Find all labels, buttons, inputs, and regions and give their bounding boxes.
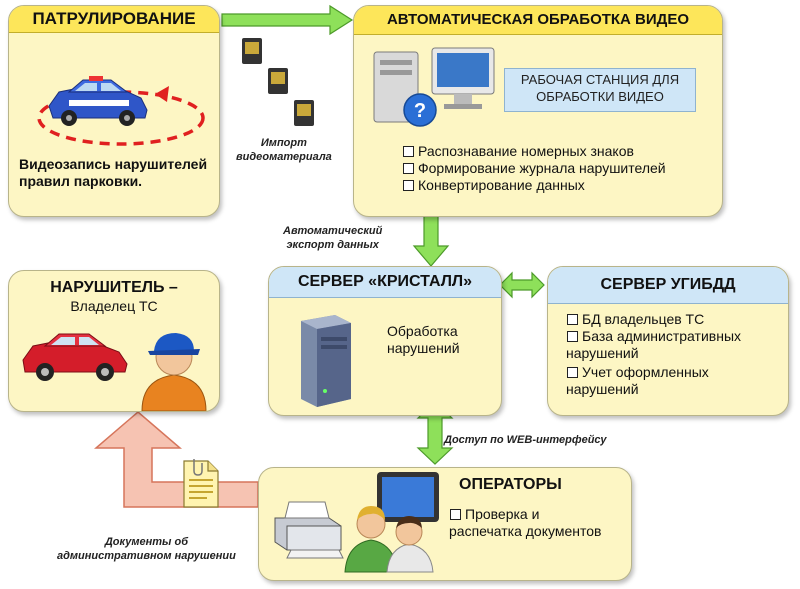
violator-title: НАРУШИТЕЛЬ –	[50, 279, 178, 296]
patrol-car-icon	[37, 76, 205, 146]
svg-text:?: ?	[414, 100, 426, 122]
export-label-line1: Автоматический	[283, 225, 383, 237]
patrol-title: ПАТРУЛИРОВАНИЕ	[9, 6, 219, 33]
ugibdd-server-box: СЕРВЕР УГИБДД БД владельцев ТС База адми…	[547, 266, 789, 416]
import-label-line2: видеоматериала	[236, 151, 332, 163]
ugibdd-item-registered: Учет оформленных	[566, 364, 709, 381]
violator-subtitle: Владелец ТС	[70, 298, 158, 314]
video-item-journal: Формирование журнала нарушителей	[402, 160, 666, 177]
patrol-text-line2: правил парковки.	[19, 173, 143, 189]
docs-label-line2: административном нарушении	[57, 550, 236, 562]
video-cassette-icon	[242, 38, 314, 126]
printer-icon	[274, 501, 344, 559]
car-icon	[22, 333, 128, 381]
ugibdd-server-title: СЕРВЕР УГИБДД	[548, 267, 788, 304]
document-icon	[183, 459, 219, 508]
patrol-box: ПАТРУЛИРОВАНИЕ Видеозапись нарушителей п…	[8, 5, 220, 217]
person-icon	[141, 333, 207, 411]
video-item-convert: Конвертирование данных	[402, 177, 666, 194]
ugibdd-item-admin-db-cont: нарушений	[566, 345, 639, 361]
crystal-server-title: СЕРВЕР «КРИСТАЛЛ»	[269, 267, 501, 298]
video-processing-box: АВТОМАТИЧЕСКАЯ ОБРАБОТКА ВИДЕО ? РАБОЧАЯ…	[353, 5, 723, 217]
violator-box: НАРУШИТЕЛЬ – Владелец ТС	[8, 270, 220, 412]
workstation-label-line2: ОБРАБОТКИ ВИДЕО	[536, 89, 664, 104]
operators-people-icon	[344, 472, 439, 573]
ugibdd-item-registered-cont: нарушений	[566, 381, 639, 397]
video-processing-title: АВТОМАТИЧЕСКАЯ ОБРАБОТКА ВИДЕО	[354, 6, 722, 35]
workstation-label: РАБОЧАЯ СТАНЦИЯ ДЛЯ ОБРАБОТКИ ВИДЕО	[504, 68, 696, 112]
video-item-plates: Распознавание номерных знаков	[402, 143, 666, 160]
operators-item: Проверка и	[449, 506, 539, 523]
patrol-text-line1: Видеозапись нарушителей	[19, 156, 208, 172]
crystal-text-line1: Обработка	[387, 323, 458, 339]
ugibdd-item-admin-db: База административных	[566, 328, 741, 345]
operators-title: ОПЕРАТОРЫ	[459, 476, 562, 493]
docs-label-line1: Документы об	[104, 536, 189, 548]
operators-item-cont: распечатка документов	[449, 523, 602, 539]
operators-box: ОПЕРАТОРЫ Проверка и распечатка документ…	[258, 467, 632, 581]
workstation-label-line1: РАБОЧАЯ СТАНЦИЯ ДЛЯ	[520, 72, 680, 87]
web-access-label: Доступ по WEB-интерфейсу	[444, 434, 607, 446]
crystal-server-box: СЕРВЕР «КРИСТАЛЛ» Обработка нарушений	[268, 266, 502, 416]
crystal-text-line2: нарушений	[387, 340, 460, 356]
export-label-line2: экспорт данных	[286, 239, 379, 251]
ugibdd-item-owners: БД владельцев ТС	[566, 311, 741, 328]
server-icon	[301, 315, 351, 407]
workstation-icon: ?	[373, 47, 495, 127]
import-label-line1: Импорт	[260, 137, 307, 149]
